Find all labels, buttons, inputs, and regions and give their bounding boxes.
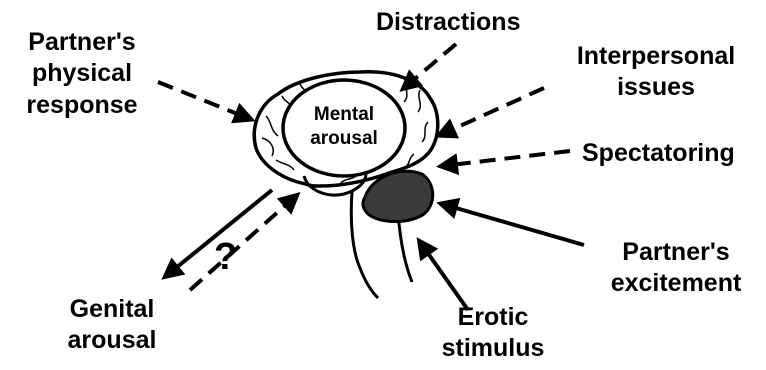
label-mental-arousal: Mental arousal [289,103,399,151]
arrow-spectatoring [442,151,570,166]
label-line: Mental [289,103,399,127]
arrow-interpersonal-issues [440,88,544,135]
arrow-partners-physical-response [158,82,250,119]
label-line: issues [554,72,758,103]
label-genital-arousal: Genital arousal [44,294,180,357]
label-line: Interpersonal [554,41,758,72]
arrow-distractions [404,44,456,88]
label-line: physical [4,58,160,89]
label-interpersonal-issues: Interpersonal issues [554,41,758,104]
label-line: arousal [44,325,180,356]
label-line: Partner's [588,237,764,268]
label-line: Genital [44,294,180,325]
arrow-erotic-stimulus [420,242,468,310]
label-line: arousal [289,127,399,151]
label-erotic-stimulus: Erotic stimulus [426,302,560,365]
label-line: stimulus [426,333,560,364]
label-line: Partner's [4,27,160,58]
label-partners-physical-response: Partner's physical response [4,27,160,121]
label-distractions: Distractions [376,7,520,38]
label-spectatoring: Spectatoring [582,138,735,169]
question-mark: ? [214,234,237,282]
label-partners-excitement: Partner's excitement [588,237,764,300]
label-line: response [4,90,160,121]
arrow-partners-excitement [442,204,584,245]
label-line: excitement [588,268,764,299]
label-line: Erotic [426,302,560,333]
